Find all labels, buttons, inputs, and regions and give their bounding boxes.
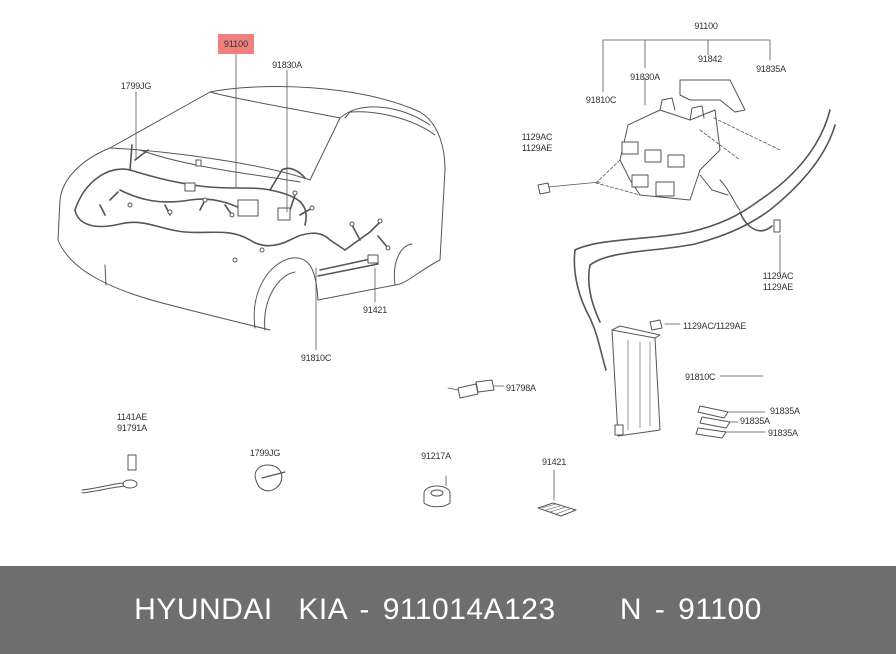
label-1799jg-harness: 1799JG <box>120 81 152 91</box>
fuse-block-drawing <box>611 325 661 437</box>
label-fuse-bolt: 1129AC/1129AE <box>683 321 747 331</box>
footer-part-number-text: HYUNDAI KIA - 911014A123 N - 91100 <box>134 593 762 626</box>
label-junction-box-91100: 91100 <box>694 21 718 31</box>
label-junction-91830a: 91830A <box>630 72 660 82</box>
label-91842: 91842 <box>697 54 723 64</box>
ground-cable-drawing <box>81 479 138 494</box>
parts-diagram: 91100 1799JG 91830A 91421 91810C 91100 9… <box>57 21 836 517</box>
part-number-footer: HYUNDAI KIA - 911014A123 N - 91100 <box>0 566 896 654</box>
small-fuses <box>695 405 766 439</box>
label-grommet-91217a: 91217A <box>421 451 451 461</box>
clip-1799jg-drawing <box>254 464 286 492</box>
label-91810c-harness: 91810C <box>300 353 332 363</box>
label-91830a-harness: 91830A <box>272 60 302 70</box>
label-junction-91810c: 91810C <box>585 95 617 105</box>
label-bolt-right-1129ae: 1129AE <box>762 282 794 292</box>
junction-box-assembly <box>547 39 781 211</box>
main-harness-right <box>573 109 836 371</box>
label-ground-1141ae: 1141AE <box>116 412 148 422</box>
engine-harness <box>74 144 389 277</box>
grommet-91217a-drawing <box>423 485 451 508</box>
connector-91798a-drawing <box>457 379 505 399</box>
label-fuse-91835a-2: 91835A <box>740 416 770 426</box>
label-ground-91791a: 91791A <box>117 423 147 433</box>
label-fuse-91835a-3: 91835A <box>768 428 798 438</box>
bolts <box>127 182 781 471</box>
leader-lines-left <box>135 53 376 351</box>
label-fuse-91835a-1: 91835A <box>770 406 800 416</box>
label-connector-91798a: 91798A <box>506 383 536 393</box>
pad-91421-drawing <box>537 469 577 517</box>
label-bolt-left-1129ae: 1129AE <box>521 143 553 153</box>
leader-lines-right <box>445 234 781 487</box>
label-bolt-right-1129ac: 1129AC <box>762 271 794 281</box>
label-pad-91421: 91421 <box>541 457 567 467</box>
label-91421-harness: 91421 <box>362 305 388 315</box>
van-body <box>57 86 446 331</box>
wiring-diagram-drawing <box>57 39 836 517</box>
label-junction-91835a: 91835A <box>756 64 786 74</box>
highlighted-part-number: 91100 <box>218 34 254 54</box>
label-clip-1799jg: 1799JG <box>249 448 281 458</box>
label-bolt-left-1129ac: 1129AC <box>521 132 553 142</box>
label-fuse-block-91810c: 91810C <box>685 372 716 382</box>
